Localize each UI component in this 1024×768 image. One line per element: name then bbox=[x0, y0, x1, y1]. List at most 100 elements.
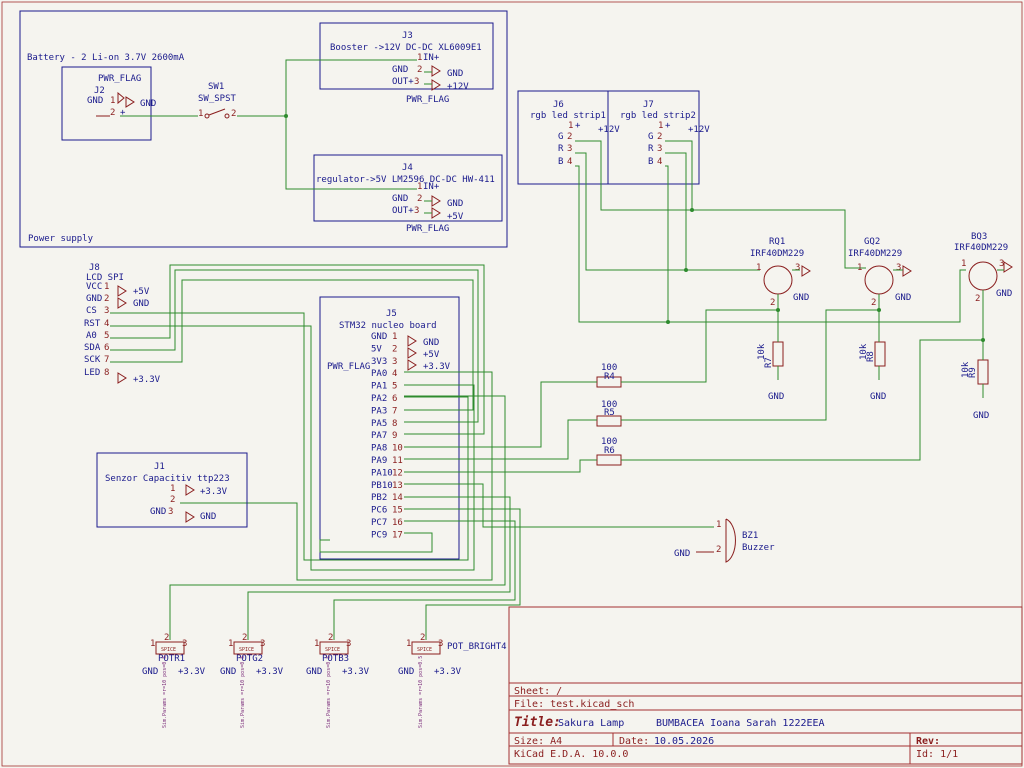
svg-text:+3.3V: +3.3V bbox=[178, 667, 206, 677]
svg-text:R7: R7 bbox=[764, 357, 774, 368]
j2-pin1-num: 1 bbox=[110, 96, 115, 106]
svg-text:VCC: VCC bbox=[86, 282, 102, 292]
j5-pin-name: PA8 bbox=[371, 444, 387, 454]
svg-text:IRF40DM229: IRF40DM229 bbox=[750, 249, 804, 259]
svg-text:7: 7 bbox=[104, 355, 109, 365]
svg-text:B: B bbox=[648, 157, 653, 167]
svg-text:GND: GND bbox=[306, 667, 322, 677]
j2-gnd-net: GND bbox=[140, 99, 156, 109]
j6-pins: 1 + G 2 R 3 B 4 bbox=[558, 121, 581, 167]
svg-text:3: 3 bbox=[182, 639, 187, 649]
svg-text:1: 1 bbox=[150, 639, 155, 649]
j3-block bbox=[319, 22, 494, 90]
tb-date-value: 10.05.2026 bbox=[654, 736, 714, 747]
mosfet-wires bbox=[621, 269, 1004, 461]
j2-ref: J2 bbox=[94, 86, 105, 96]
svg-text:GND: GND bbox=[768, 392, 784, 402]
svg-text:2: 2 bbox=[975, 294, 980, 304]
j5-pin-name: PA0 bbox=[371, 369, 387, 379]
svg-text:10k: 10k bbox=[859, 343, 869, 360]
svg-text:G: G bbox=[558, 132, 563, 142]
svg-text:SPICE: SPICE bbox=[417, 647, 432, 653]
svg-text:2: 2 bbox=[242, 633, 247, 643]
j4-gnd-net: GND bbox=[447, 199, 463, 209]
title-block: Sheet: / File: test.kicad_sch Title: Sak… bbox=[508, 606, 1023, 765]
battery-label: Battery - 2 Li-on 3.7V 2600mA bbox=[27, 53, 185, 63]
j1-pin3-name: GND bbox=[150, 507, 166, 517]
r9-resistor: 10k R9 GND bbox=[961, 359, 989, 421]
svg-text:3: 3 bbox=[657, 144, 662, 154]
j2-gnd-symbol bbox=[125, 96, 135, 108]
j5-pin-name: PA1 bbox=[371, 382, 387, 392]
svg-text:2: 2 bbox=[104, 294, 109, 304]
svg-text:RST: RST bbox=[84, 319, 101, 329]
j5-pin-name: PC7 bbox=[371, 518, 387, 528]
j4-val: regulator->5V LM2596 DC-DC HW-411 bbox=[316, 175, 495, 185]
j5-pin-num: 6 bbox=[392, 394, 397, 404]
svg-text:2: 2 bbox=[770, 298, 775, 308]
j3-pin3-num: 3 bbox=[414, 77, 419, 87]
svg-text:3: 3 bbox=[104, 306, 109, 316]
svg-text:R8: R8 bbox=[866, 351, 876, 362]
j8-3v3-net: +3.3V bbox=[133, 375, 161, 385]
tb-tool: KiCad E.D.A. 10.0.0 bbox=[514, 749, 628, 760]
j5-pin-num: 1 bbox=[392, 332, 397, 342]
svg-text:1: 1 bbox=[104, 282, 109, 292]
svg-text:GQ2: GQ2 bbox=[864, 237, 880, 247]
svg-text:+: + bbox=[575, 121, 581, 131]
j5-pin-num: 2 bbox=[392, 344, 397, 354]
j5-pin-num: 16 bbox=[392, 518, 403, 528]
tb-sheet: Sheet: / bbox=[514, 686, 562, 697]
sw1-ref: SW1 bbox=[208, 82, 224, 92]
svg-text:GND: GND bbox=[674, 549, 690, 559]
svg-text:GND: GND bbox=[398, 667, 414, 677]
j1-pin2: 2 bbox=[170, 495, 175, 505]
svg-text:GND: GND bbox=[870, 392, 886, 402]
svg-text:R9: R9 bbox=[968, 367, 978, 378]
j5-pin-name: PA7 bbox=[371, 431, 387, 441]
tb-id: Id: 1/1 bbox=[916, 749, 958, 760]
svg-text:R5: R5 bbox=[604, 408, 615, 418]
j5-5v-net: +5V bbox=[423, 350, 440, 360]
svg-text:3: 3 bbox=[260, 639, 265, 649]
j1-3v3-net: +3.3V bbox=[200, 487, 228, 497]
j5-pin-name: PA9 bbox=[371, 456, 387, 466]
j5-3v3-net: +3.3V bbox=[423, 362, 451, 372]
j5-pin-num: 3 bbox=[392, 357, 397, 367]
svg-text:5: 5 bbox=[104, 331, 109, 341]
svg-text:GND: GND bbox=[973, 411, 989, 421]
j1-block bbox=[96, 452, 248, 528]
svg-text:LED: LED bbox=[84, 368, 100, 378]
j7-block bbox=[607, 90, 700, 185]
j5-pin-name: PA10 bbox=[371, 468, 393, 478]
j5-pin-num: 5 bbox=[392, 382, 397, 392]
j3-pin2-name: GND bbox=[392, 65, 408, 75]
j3-pwr-flag: PWR_FLAG bbox=[406, 95, 449, 105]
signal-wires bbox=[110, 264, 714, 640]
svg-text:R4: R4 bbox=[604, 372, 615, 382]
svg-text:3: 3 bbox=[896, 263, 901, 273]
svg-text:+: + bbox=[665, 121, 671, 131]
power-wires bbox=[120, 59, 432, 214]
tb-title-label: Title: bbox=[514, 715, 561, 730]
svg-text:1: 1 bbox=[857, 263, 862, 273]
j6-12v-net: +12V bbox=[598, 125, 620, 135]
sw1-lever bbox=[208, 108, 226, 116]
svg-text:B: B bbox=[558, 157, 563, 167]
svg-text:Sim.Params =r=10 pos=0.5: Sim.Params =r=10 pos=0.5 bbox=[326, 656, 332, 728]
svg-text:Buzzer: Buzzer bbox=[742, 543, 775, 553]
j5-pin-name: PA2 bbox=[371, 394, 387, 404]
svg-text:3: 3 bbox=[999, 259, 1004, 269]
power-supply-block bbox=[19, 10, 508, 248]
j5-pin-name: 3V3 bbox=[371, 357, 387, 367]
svg-text:4: 4 bbox=[104, 319, 109, 329]
svg-text:SDA: SDA bbox=[84, 343, 101, 353]
j5-pin-num: 11 bbox=[392, 456, 403, 466]
j5-pin-name: PA3 bbox=[371, 406, 387, 416]
j4-block bbox=[313, 154, 503, 222]
svg-text:2: 2 bbox=[871, 298, 876, 308]
j3-pin2-num: 2 bbox=[417, 65, 422, 75]
j8-5v-net: +5V bbox=[133, 287, 150, 297]
j8-val: LCD SPI bbox=[86, 273, 124, 283]
